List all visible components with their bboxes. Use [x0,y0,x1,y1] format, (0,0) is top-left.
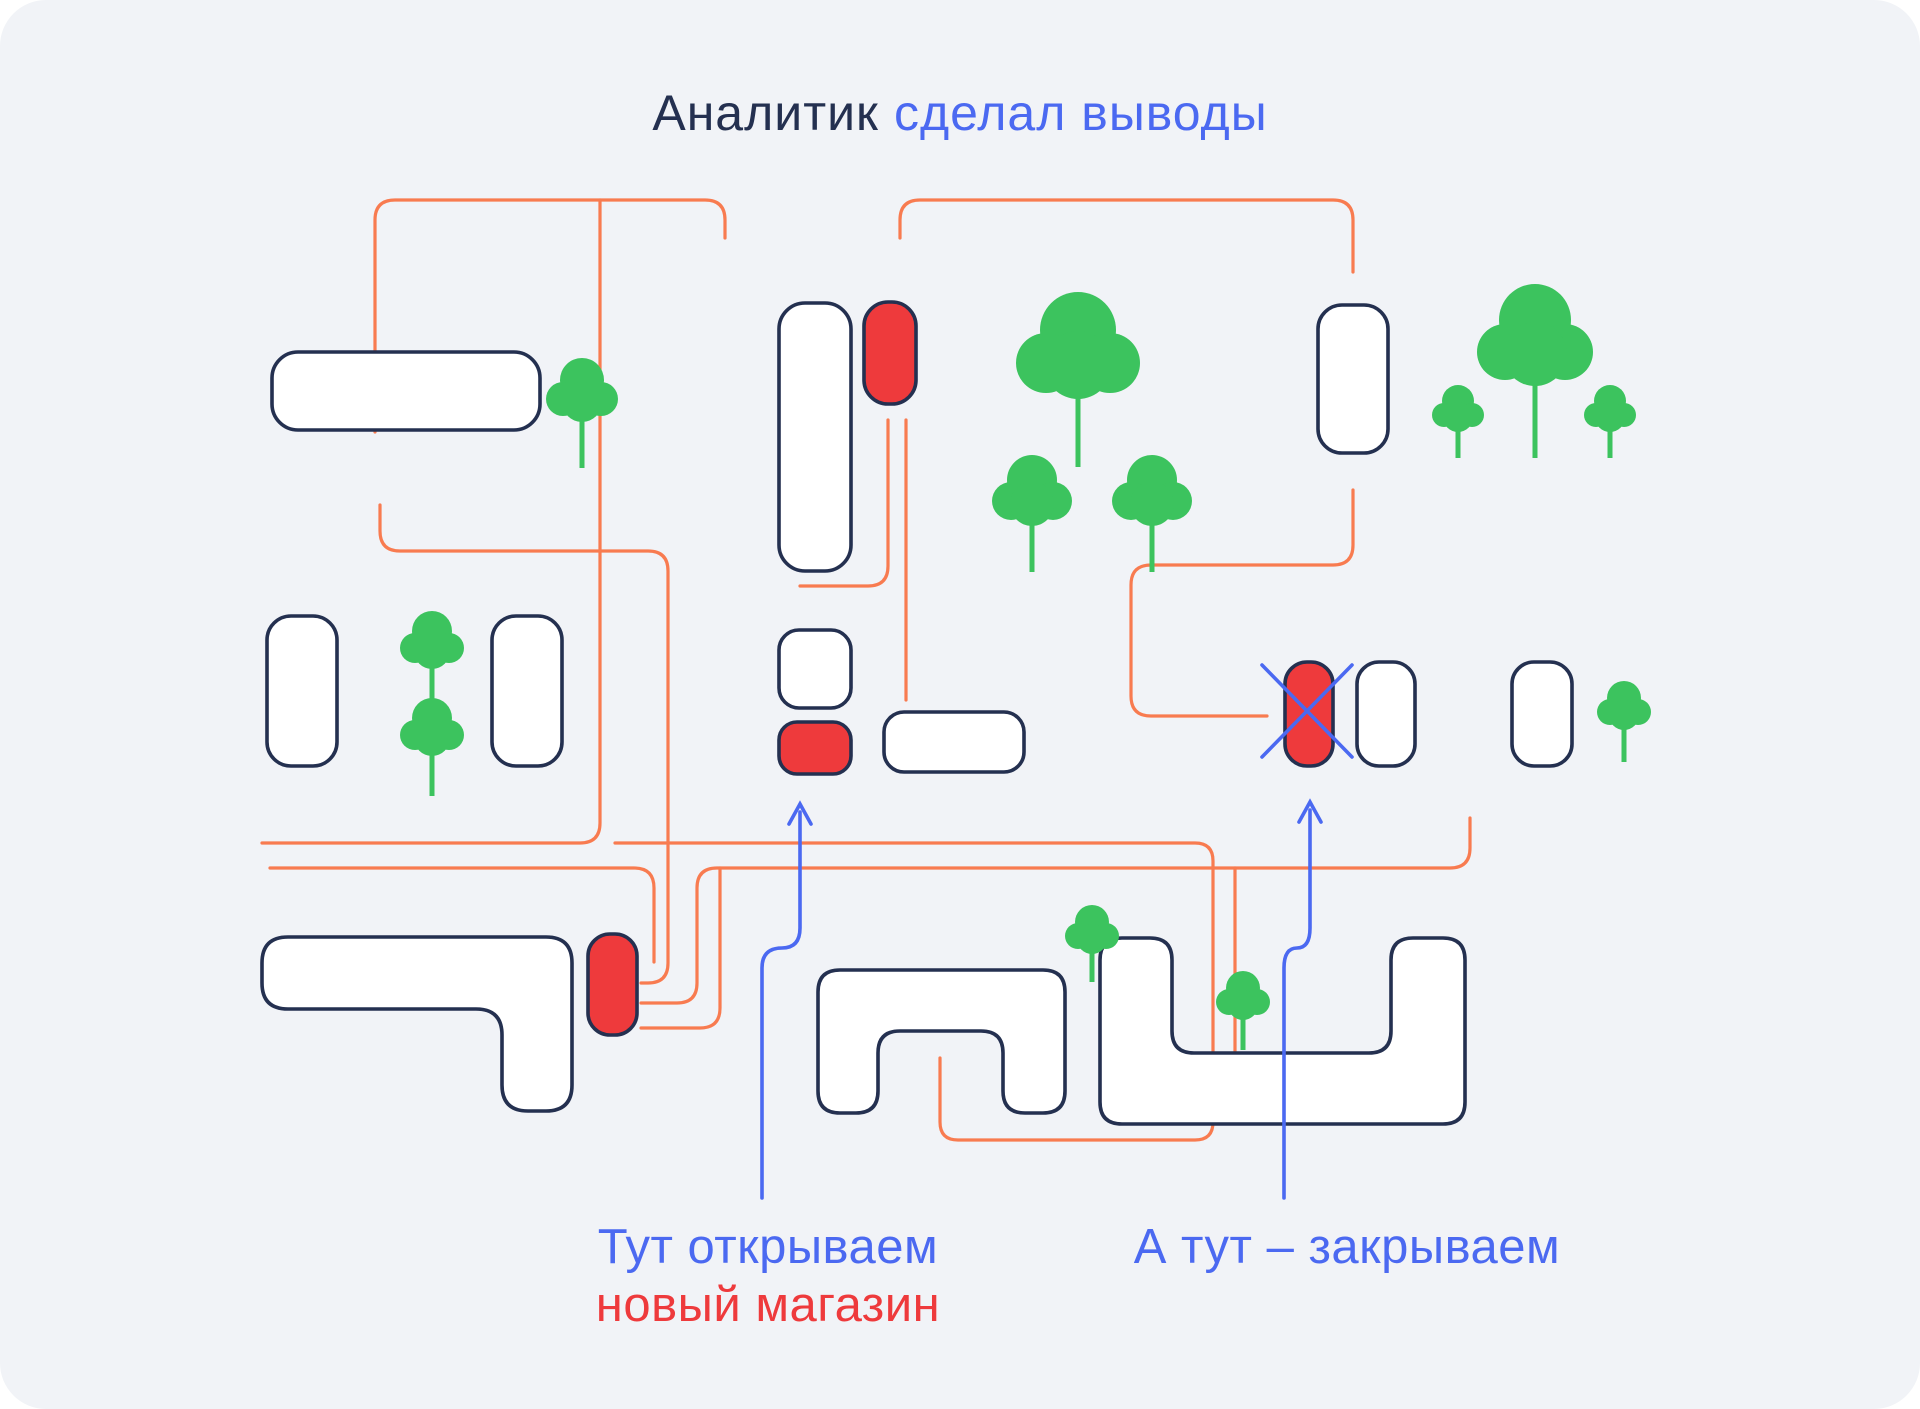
building [265,614,339,768]
road-line [898,198,1355,274]
building [777,301,853,573]
road-line [639,816,1472,1005]
trees [400,284,1651,1050]
store-building-new [777,720,853,776]
title-accent-text: сделал выводы [893,85,1268,141]
tree-icon [1597,681,1651,762]
building [270,350,542,432]
road-line [798,418,890,588]
annotation-open-line1: Тут открываем [597,1220,939,1274]
road-line [1129,488,1355,718]
tree-icon [1477,284,1593,458]
building [777,628,853,710]
tree-icon [1216,971,1270,1050]
annotation-close-store: А тут – закрываем [1097,1218,1597,1276]
store-building [862,300,918,406]
store-buildings [586,300,1335,1037]
road-line [260,198,602,845]
store-building [586,932,639,1037]
road-network [260,198,1472,1142]
road-line [378,503,670,985]
annotation-marks [760,663,1354,1200]
building-arch-shape [816,968,1067,1115]
tree-icon [1065,905,1119,982]
road-line [373,198,727,434]
city-blocks [260,301,1574,1126]
annotation-open-line2: новый магазин [595,1278,941,1332]
annotation-close-text: А тут – закрываем [1133,1220,1561,1274]
closure-x-mark [1260,663,1354,759]
building [882,710,1026,774]
road-line [639,866,722,1030]
building-u-shape [1098,936,1467,1126]
title-dark-text: Аналитик [652,85,879,141]
annotation-open-store: Тут открываем новый магазин [518,1218,1018,1334]
road-line [613,841,1215,1142]
tree-icon [992,455,1072,572]
building [490,614,564,768]
road-line [268,866,656,964]
tree-icon [400,611,464,700]
tree-icon [1584,385,1636,458]
tree-icon [546,358,618,468]
building [1355,660,1417,768]
annotation-arrow-close [1282,798,1323,1200]
building-l-shape [260,935,574,1113]
building [1510,660,1574,768]
tree-icon [400,698,464,796]
building [1316,303,1390,455]
tree-icon [1016,292,1140,467]
tree-icon [1432,385,1484,458]
tree-icon [1112,455,1192,572]
annotation-arrow-open [760,800,813,1200]
